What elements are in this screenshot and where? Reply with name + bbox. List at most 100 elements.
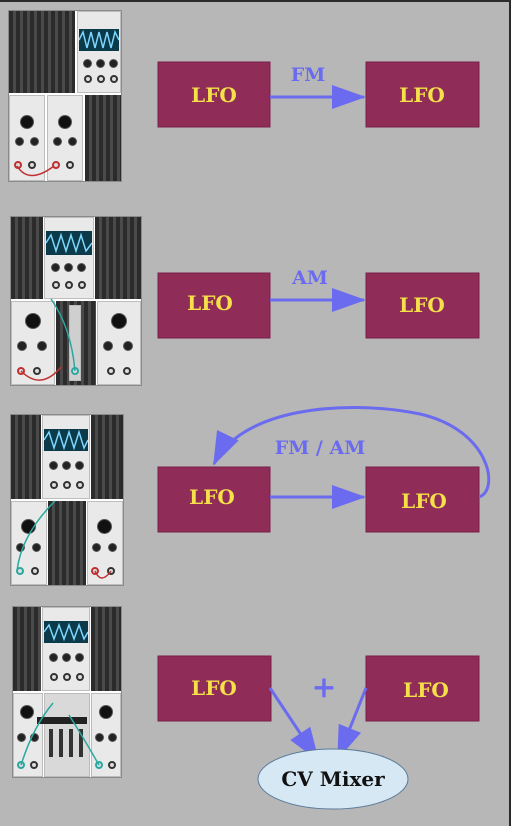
knob-icon [53,137,62,146]
knob-icon [16,543,25,552]
lfo-node-left-label: LFO [191,676,237,700]
rack-panel [91,607,121,691]
mixer-fader [49,729,53,757]
fm-am-label: FM / AM [275,437,365,459]
jack-icon [97,75,105,83]
rack-thumbnail-am [10,216,142,386]
right-border [509,0,511,826]
mixer-fader [69,729,73,757]
jack-icon [50,481,58,489]
top-border [0,0,511,2]
rack-panel [95,217,141,299]
mixer-fader [59,729,63,757]
fm-label: FM [291,64,326,86]
knob-icon [123,341,133,351]
rack-panel [48,501,86,585]
patch-cable [16,165,55,177]
knob-icon [103,341,113,351]
jack-icon [84,75,92,83]
jack-icon [76,481,84,489]
jack-icon [107,367,115,375]
knob-icon [37,341,47,351]
diagram-fm-am: LFO LFO FM / AM [157,405,491,533]
rack-panel [91,415,123,499]
knob-icon [92,543,101,552]
knob-icon [111,313,127,329]
lfo-node-source-label: LFO [191,83,237,107]
knob-icon [68,137,77,146]
knob-icon [17,341,27,351]
lfo-node-source [157,61,271,128]
knob-icon [30,733,39,742]
jack-icon [108,761,116,769]
diagram-am: LFO LFO AM [157,267,480,339]
rack-panel [13,607,41,691]
lfo-node-target-label: LFO [401,489,447,513]
jack-icon [50,673,58,681]
jack-icon [28,161,36,169]
patch-cable [20,702,100,766]
rack-panel [85,95,121,181]
scope-display [44,621,88,643]
knob-icon [75,461,84,470]
cv-mixer-label: CV Mixer [281,767,385,791]
jack-icon [66,161,74,169]
knob-icon [99,705,113,719]
knob-icon [62,653,71,662]
knob-icon [30,137,39,146]
vca-module [69,305,81,381]
knob-icon [77,263,86,272]
rack-thumbnail-mix [12,606,122,778]
plus-label: + [311,670,336,705]
cv-mixer-node [257,748,409,810]
fm-am-feedback-arrow [212,405,491,499]
lfo-node-target [365,272,480,339]
right-to-mixer-arrow [336,687,368,760]
jack-icon [123,367,131,375]
lfo-node-target [365,61,480,128]
knob-icon [108,733,117,742]
knob-icon [83,59,92,68]
left-to-mixer-arrow [268,687,320,762]
knob-icon [25,313,41,329]
lfo-node-target-label: LFO [399,83,445,107]
lfo-node-target [365,466,480,533]
knob-icon [75,653,84,662]
mixer-bar [37,717,87,724]
rack-panel [11,415,41,499]
rack-thumbnail-fm-am [10,414,124,586]
jack-icon [76,673,84,681]
patch-cable [20,298,76,381]
knob-icon [32,543,41,552]
lfo-node-target-label: LFO [399,293,445,317]
rack-panel [11,217,43,299]
mixer-fader [79,729,83,757]
knob-icon [17,733,26,742]
knob-icon [15,137,24,146]
jack-icon [63,673,71,681]
knob-icon [20,115,34,129]
jack-icon [30,761,38,769]
am-label: AM [291,267,328,289]
jack-icon [52,281,60,289]
rack-panel [9,11,75,93]
knob-icon [97,519,112,534]
jack-icon [63,481,71,489]
knob-icon [49,653,58,662]
jack-icon [31,567,39,575]
jack-icon [65,281,73,289]
scope-display [46,231,92,255]
jack-icon [78,281,86,289]
knob-icon [49,461,58,470]
scope-display [44,429,88,451]
knob-icon [51,263,60,272]
knob-icon [58,115,72,129]
rack-thumbnail-fm [8,10,122,182]
lfo-node-source-label: LFO [189,485,235,509]
patch-cable [16,500,112,579]
knob-icon [62,461,71,470]
knob-icon [64,263,73,272]
lfo-node-source-label: LFO [187,291,233,315]
lfo-node-right [365,655,480,722]
